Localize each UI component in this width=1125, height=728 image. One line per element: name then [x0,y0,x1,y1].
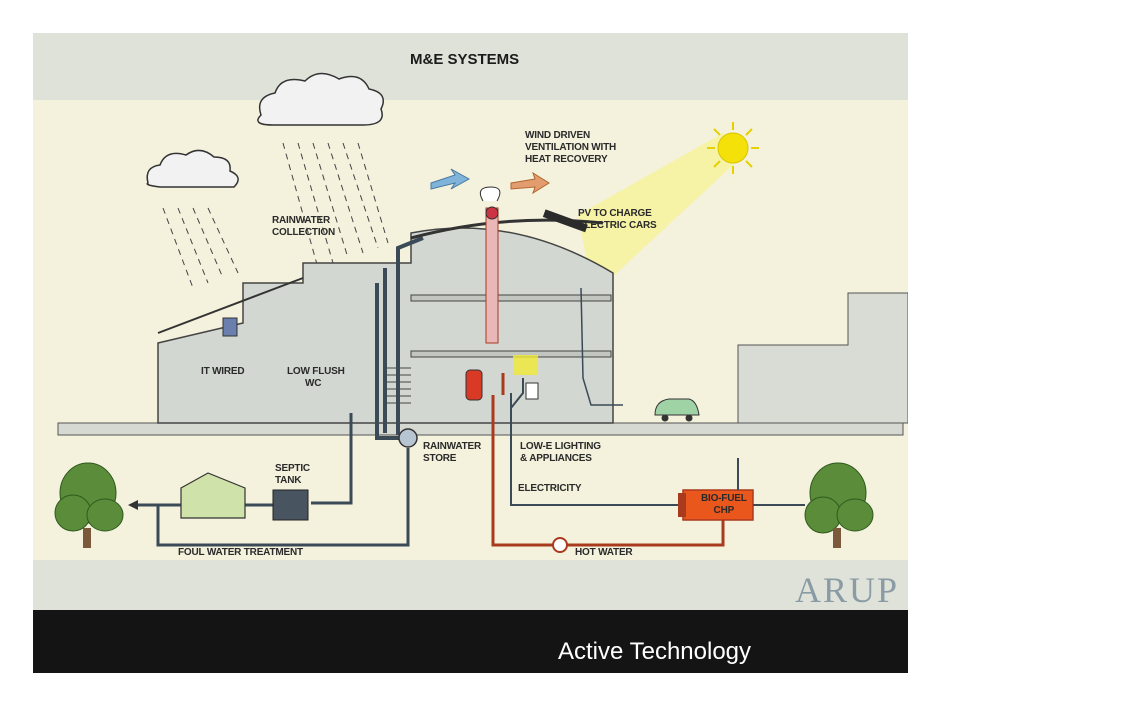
footer-caption: Active Technology [558,638,752,665]
label-lighting-appliances: LOW-E LIGHTING & APPLIANCES [520,441,601,464]
car-charge-cable [580,287,623,406]
septic-tank-icon [272,489,309,521]
hot-water-pipe [491,373,725,547]
label-wind-ventilation: WIND DRIVEN VENTILATION WITH HEAT RECOVE… [525,130,617,165]
floor-slab-lower [410,350,612,358]
rainwater-store-tank [398,428,418,448]
boiler-icon [465,369,483,401]
label-low-flush-wc: LOW FLUSH WC [287,366,345,389]
cloud-large-icon [257,72,384,126]
label-it-wired: IT WIRED [201,366,245,377]
cowl-vanes [479,186,501,202]
appliance-icon [525,382,539,400]
chp-left-cap [678,493,686,517]
lighting-highlight [513,355,538,375]
label-pv: PV TO CHARGE ELECTRIC CARS [578,208,657,231]
label-septic-tank: SEPTIC TANK [275,463,310,486]
sloped-roof [157,277,304,334]
tree-left-icon [54,462,124,548]
tree-right-icon [804,462,874,548]
electricity-cable [510,378,678,506]
bottom-band [33,560,908,610]
label-hot-water: HOT WATER [575,547,633,558]
reed-bed-house [180,472,246,519]
electric-car-icon [654,398,700,422]
floor-slab-upper [410,294,612,302]
label-foul-water-treatment: FOUL WATER TREATMENT [178,547,303,558]
pv-light-beam [578,133,748,295]
label-electricity: ELECTRICITY [518,483,582,494]
label-biofuel-chp: BIO-FUEL CHP [701,493,747,516]
curved-roof [410,218,604,240]
label-rainwater-store: RAINWATER STORE [423,441,482,464]
rainwater-pipes [375,236,424,440]
cloud-small-icon [146,149,239,188]
mep-systems-illustration [54,72,908,553]
outflow-arrow [128,500,138,510]
footer-bar: Active Technology [33,610,908,673]
sun-icon [707,122,759,174]
hot-water-pump [552,537,568,553]
wind-cowl-icon [485,206,499,220]
ventilation-stack [485,207,499,344]
neighbour-building [737,292,908,424]
ground-line [57,422,904,436]
arup-logo: ARUP [795,570,900,610]
air-out-arrow [510,171,550,195]
rain-lines [162,142,389,289]
diagram-title: M&E SYSTEMS [410,51,520,68]
title-band [33,33,908,100]
pv-panel [542,209,588,233]
diagram-slide: M&E SYSTEMS WIND DRIVEN VENTILATION WITH… [33,33,908,610]
air-in-arrow [430,168,471,190]
water-butt-icon [222,317,238,337]
label-rainwater-collection: RAINWATER COLLECTION [272,215,335,238]
